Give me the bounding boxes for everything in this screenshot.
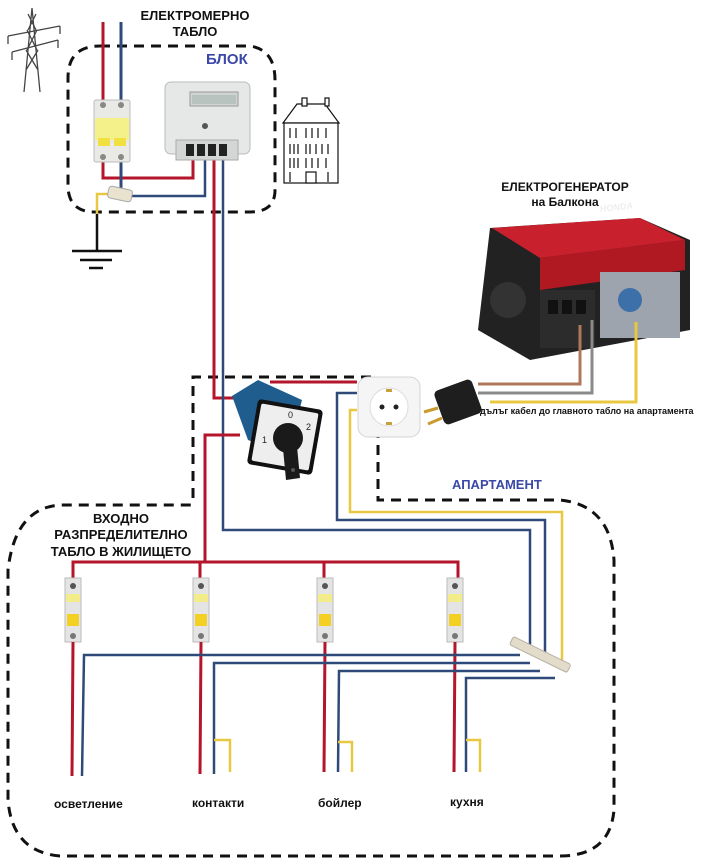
generator-cable-brown — [478, 325, 582, 386]
generator-brand: HONDA — [600, 200, 633, 213]
distribution-board-label-line3: ТАБЛО В ЖИЛИЩЕТО — [50, 543, 192, 559]
breaker-sockets — [192, 577, 210, 643]
meter-board-label-line1: ЕЛЕКТРОМЕРНО — [140, 8, 250, 23]
power-pylon-icon — [7, 7, 61, 93]
switch-position-2: 2 — [306, 422, 311, 432]
breaker-kitchen — [446, 577, 464, 643]
block-zone-boundary — [66, 44, 277, 214]
apartment-building-icon — [281, 97, 341, 184]
meter-board-label: ЕЛЕКТРОМЕРНО ТАБЛО — [130, 8, 260, 41]
electricity-meter — [164, 81, 251, 161]
neutral-bus-bar — [509, 636, 571, 673]
generator: HONDA — [478, 200, 690, 360]
circuit-label-lighting: осветление — [54, 797, 123, 811]
generator-cable-yellow — [490, 322, 638, 404]
apartment-label: АПАРТАМЕНТ — [452, 477, 542, 492]
generator-cable-gray — [478, 320, 594, 395]
ground-wire — [95, 192, 110, 214]
generator-label-line1: ЕЛЕКТРОГЕНЕРАТОР — [501, 180, 629, 194]
circuit-label-kitchen: кухня — [450, 795, 484, 809]
block-label: БЛОК — [206, 51, 248, 68]
switch-position-1: 1 — [262, 435, 267, 445]
changeover-switch[interactable]: 1 0 2 — [232, 380, 323, 480]
neutral-lighting — [80, 653, 520, 777]
main-breaker — [93, 99, 131, 163]
neutral-terminal-block — [107, 185, 133, 203]
neutral-meter-wire — [130, 160, 207, 198]
circuit-label-boiler: бойлер — [318, 796, 362, 810]
distribution-board-label: ВХОДНО РАЗПРЕДЕЛИТЕЛНО ТАБЛО В ЖИЛИЩЕТО — [46, 511, 196, 560]
socket-neutral-wire — [335, 391, 547, 660]
phase-to-meter-wire — [101, 160, 195, 180]
distribution-board-label-line1: ВХОДНО — [93, 511, 149, 526]
transfer-socket-icon — [357, 376, 421, 438]
meter-neutral-down-wire — [221, 160, 532, 650]
long-cable-label: дълъг кабел до главното табло на апартам… — [480, 406, 694, 416]
meter-board-label-line2: ТАБЛО — [172, 24, 218, 40]
switch-position-0: 0 — [288, 410, 293, 420]
phase-bus — [71, 560, 460, 582]
generator-label: ЕЛЕКТРОГЕНЕРАТОР на Балкона — [480, 180, 650, 210]
generator-plug-icon — [423, 379, 482, 426]
breaker-lighting — [64, 577, 82, 643]
breaker-boiler — [316, 577, 334, 643]
ground-symbol-icon — [72, 249, 122, 270]
circuit-label-sockets: контакти — [192, 796, 245, 810]
meter-phase-down-wire — [212, 160, 234, 400]
socket-ground-wire — [348, 408, 564, 665]
generator-label-line2: на Балкона — [531, 195, 599, 209]
neutral-sockets — [212, 661, 530, 774]
neutral-boiler — [336, 669, 540, 773]
circuit-breakers — [64, 577, 464, 643]
switch-output-phase — [203, 433, 240, 562]
switch-zone-boundary — [6, 375, 616, 858]
distribution-board-label-line2: РАЗПРЕДЕЛИТЕЛНО — [54, 527, 188, 543]
